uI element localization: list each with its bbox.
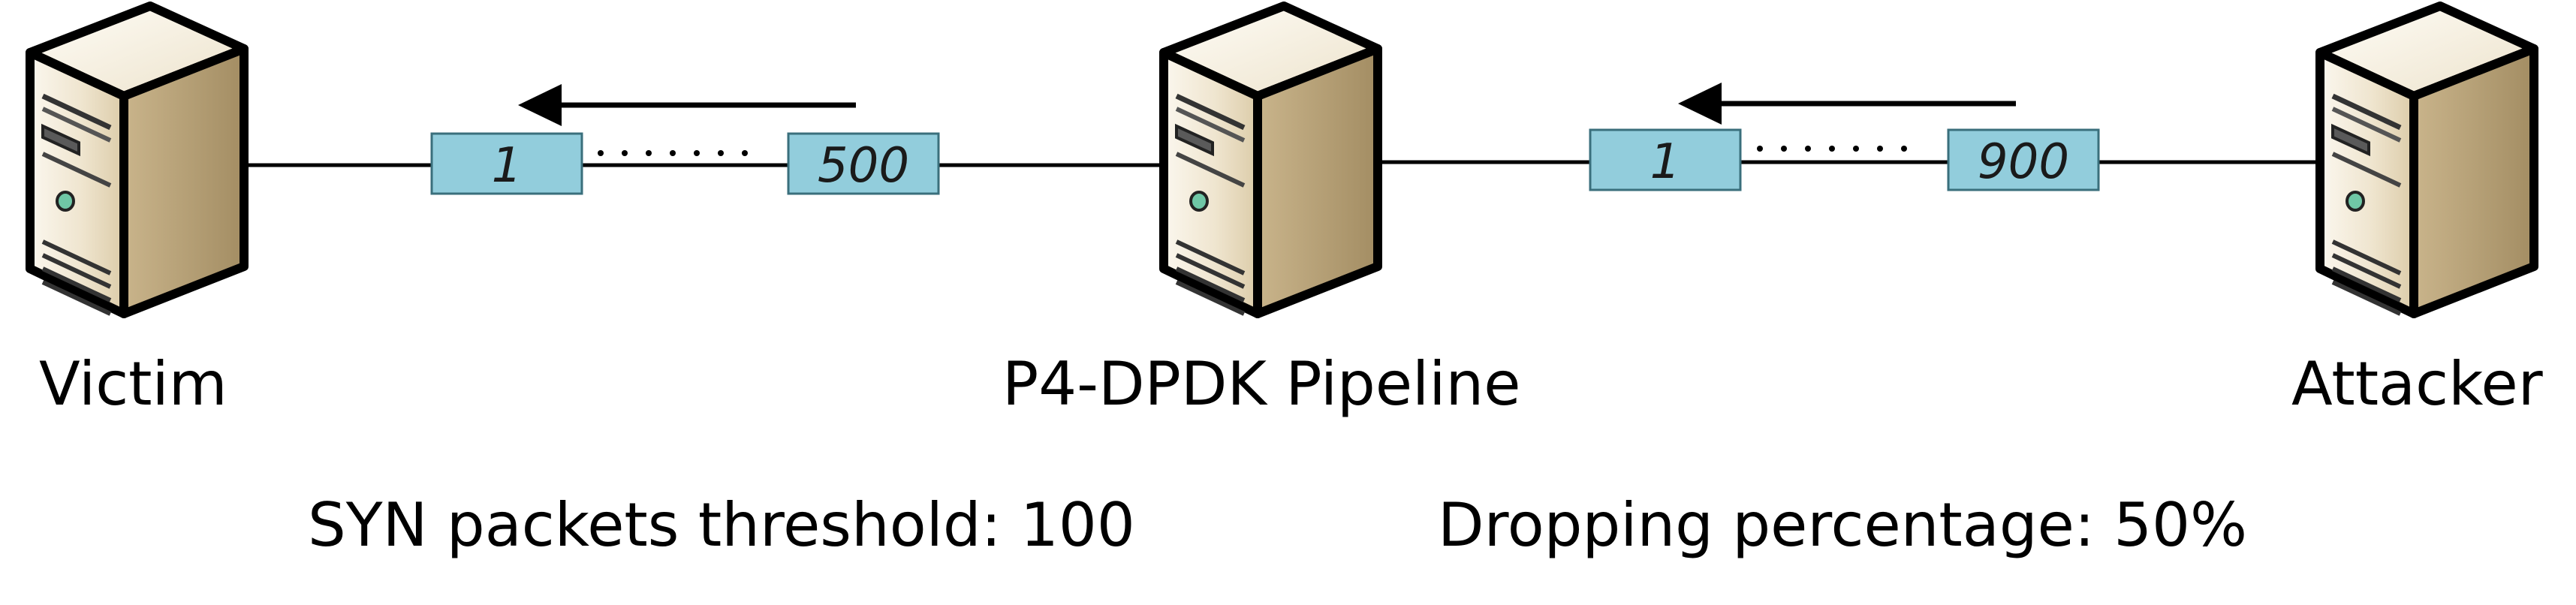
packet-label-first: 1: [492, 138, 523, 194]
syn-threshold-label: SYN packets threshold: 100: [308, 490, 1135, 560]
attacker-label: Attacker: [2291, 349, 2543, 419]
packet-ellipsis-dots: [1757, 146, 1907, 152]
pipeline-label: P4-DPDK Pipeline: [1002, 349, 1521, 419]
packet-box-last: [1947, 128, 2100, 191]
packet-label-last: 900: [1978, 134, 2069, 190]
packet-box-first: [430, 132, 583, 195]
packet-label-first: 1: [1650, 134, 1681, 190]
packet-box-last: [787, 132, 940, 195]
attacker-server-icon: [2320, 6, 2534, 314]
victim-label: Victim: [39, 349, 227, 419]
dropping-percentage-label: Dropping percentage: 50%: [1438, 490, 2248, 560]
packet-box-first: [1589, 128, 1742, 191]
pipeline-server-icon: [1164, 6, 1378, 314]
direction-arrow-head-icon: [518, 84, 562, 126]
packet-stream-attacker-to-pipeline: 1 900: [1589, 83, 2100, 191]
packet-ellipsis-dots: [598, 150, 748, 156]
victim-server-icon: [30, 6, 244, 314]
packet-stream-pipeline-to-victim: 1 500: [430, 84, 940, 195]
packet-label-last: 500: [818, 138, 909, 194]
direction-arrow-head-icon: [1678, 83, 1722, 125]
